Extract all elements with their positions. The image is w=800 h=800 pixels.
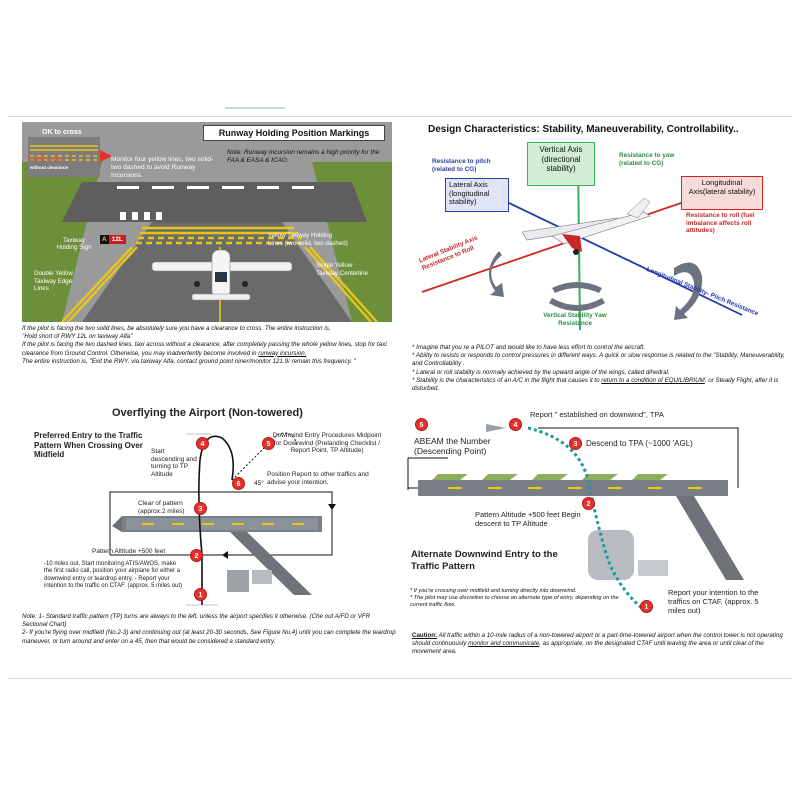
ten-miles-label: -10 miles out, Start monitoring ATIS/AWO…	[44, 561, 183, 590]
taxiway-sign-label: Taxiway Holding Sign	[56, 237, 92, 252]
alt-marker-2: 2	[582, 497, 595, 510]
dont-cross-label: Don't cross without clearance	[30, 157, 88, 171]
pattern-altitude-label: Pattern Altitude +500 feet	[92, 548, 166, 555]
runway-title: Runway Holding Position Markings	[218, 128, 370, 138]
holding-p2: "Hold short of RWY 12L on taxiway Alfa"	[22, 333, 133, 341]
lateral-axis-label: Lateral Axis (longitudinal stability)	[449, 180, 490, 206]
marker-2: 2	[190, 549, 203, 562]
design-title: Design Characteristics: Stability, Maneu…	[428, 124, 739, 135]
aircraft-axes-diagram	[421, 159, 743, 331]
resistance-yaw-label: Resistance to yaw (related to CG)	[619, 152, 675, 167]
marker-3: 3	[194, 502, 207, 515]
alt-marker-5: 5	[415, 418, 428, 431]
runway-title-box: Runway Holding Position Markings	[203, 125, 385, 141]
bottom-notes: Note: 1- Standard traffic pattern (TP) t…	[22, 613, 396, 646]
abeam-label: ABEAM the Number (Descending Point)	[414, 436, 491, 456]
resistance-pitch-label: Resistance to pitch (related to CG)	[432, 158, 491, 173]
design-note-4a: * Stability is the characteristics of an…	[412, 376, 600, 384]
sign-12l: 12L	[108, 235, 126, 244]
alternate-note-1: * If you're crossing over midfield and t…	[410, 588, 577, 594]
vertical-axis-box: Vertical Axis (directional stability)	[527, 142, 595, 186]
caution-text-a: All traffic within a 10-mile radius of a…	[412, 632, 783, 648]
vertical-axis-label: Vertical Axis (directional stability)	[539, 145, 583, 173]
preferred-entry-label: Preferred Entry to the Traffic Pattern W…	[34, 431, 143, 459]
holding-p3: If the pilot is facing the two dashed li…	[22, 341, 387, 357]
alternate-notes: * If you're crossing over midfield and t…	[410, 588, 620, 610]
start-descending-label: Start descending and turning to TP Altit…	[151, 448, 197, 478]
design-note-4-link: return to a condition of EQUILIBRIUM	[601, 376, 705, 384]
design-note-3: * Lateral or roll stability is normally …	[412, 368, 670, 376]
holding-p1: If the pilot is facing the two solid lin…	[22, 325, 331, 332]
angle-label: 45°	[254, 480, 264, 487]
alt-marker-3: 3	[569, 437, 582, 450]
pattern-alt-label: Pattern Altitude +500 feet Begin descent…	[475, 510, 581, 528]
holding-text: If the pilot is facing the two solid lin…	[22, 325, 394, 366]
holding-p3-link: runway incursion.	[258, 349, 307, 357]
established-label: Report " established on downwind", TPA	[530, 410, 664, 419]
runway-photo	[22, 122, 392, 322]
design-note-1: * Imagine that you re a PILOT and would …	[412, 344, 646, 351]
marker-5: 5	[262, 437, 275, 450]
scan-artifact	[225, 107, 285, 109]
holding-p4: The entire instruction is, "Exit the RWY…	[22, 357, 356, 365]
alternate-diagram	[398, 410, 790, 628]
caution-text-b: , as appropriate, on the designated CTAF…	[412, 640, 764, 656]
design-note-4-wrap: * Stability is the characteristics of an…	[412, 377, 786, 393]
runway-note: Note: Runway Incursion remains a high pr…	[227, 149, 380, 164]
bottom-divider	[8, 678, 792, 679]
top-divider	[8, 116, 792, 117]
double-yellow-label: Double Yellow Taxiway Edge Lines	[34, 270, 73, 293]
bottom-note-2: 2- If you're flying over midfield (No.2-…	[22, 629, 396, 645]
airplane-shape	[151, 249, 293, 301]
sign-a: A	[100, 235, 109, 244]
without-clearance-text: without clearance	[30, 165, 69, 170]
caution-link: monitor and communicate	[468, 640, 540, 648]
lateral-axis-box: Lateral Axis (longitudinal stability)	[445, 178, 509, 212]
bottom-note-1: Note: 1- Standard traffic pattern (TP) t…	[22, 613, 371, 629]
resistance-roll-label: Resistance to roll (fuel imbalance affec…	[686, 212, 755, 235]
clear-of-pattern-label: Clear of pattern (approx.2 miles)	[138, 500, 185, 515]
holding-p3-wrap: If the pilot is facing the two dashed li…	[22, 341, 394, 357]
descend-tpa-label: Descend to TPA (~1000 'AGL)	[586, 439, 693, 448]
longitudinal-axis-label: Longitudinal Axis(lateral stability)	[688, 178, 756, 196]
caution-text: Caution: All traffic within a 10-mile ra…	[412, 632, 786, 657]
downwind-entry-label: Downwind Entry Procedures Midpoint for D…	[272, 432, 382, 455]
report-intention-label: Report your intention to the traffics on…	[668, 588, 759, 615]
longitudinal-axis-box: Longitudinal Axis(lateral stability)	[681, 176, 763, 210]
caution-label: Caution:	[412, 632, 438, 639]
alternate-note-2: * The pilot may use discretion to choose…	[410, 595, 619, 609]
runway-scene	[22, 122, 392, 322]
overfly-title: Overflying the Airport (Non-towered)	[112, 407, 303, 419]
design-notes: * Imagine that you re a PILOT and would …	[412, 344, 786, 393]
taxiway-sign: A 12L	[100, 235, 126, 244]
yellow-hold-lines-label: Yellow Taxiway Holding Lines (two solid,…	[268, 232, 348, 247]
position-report-label: Position Report to other traffics and ad…	[267, 471, 369, 486]
overfly-pattern-svg	[109, 432, 336, 606]
marker-1: 1	[194, 588, 207, 601]
design-note-4b: , or Steady Flight, after it is disturbe…	[412, 376, 779, 393]
ok-to-cross-label: OK to cross	[42, 129, 82, 136]
alt-marker-1: 1	[640, 600, 653, 613]
design-note-2: * Ability to resists or responds to cont…	[412, 352, 785, 368]
cessna-shape	[521, 197, 651, 255]
vertical-stability-label: Vertical Stability Yaw Resistance	[543, 312, 607, 327]
single-yellow-label: Single Yellow Taxiway Centerline	[316, 262, 368, 277]
marker-4: 4	[196, 437, 209, 450]
marker-6: 6	[232, 477, 245, 490]
design-image	[412, 140, 782, 338]
dont-cross-text: Don't cross	[30, 157, 63, 163]
alt-marker-4: 4	[509, 418, 522, 431]
monitor-lines-label: Monitor four yellow lines, two solid- tw…	[111, 156, 214, 179]
alternate-title: Alternate Downwind Entry to the Traffic …	[411, 549, 558, 572]
overfly-diagram	[22, 420, 394, 610]
alternate-pattern-svg	[407, 424, 744, 612]
